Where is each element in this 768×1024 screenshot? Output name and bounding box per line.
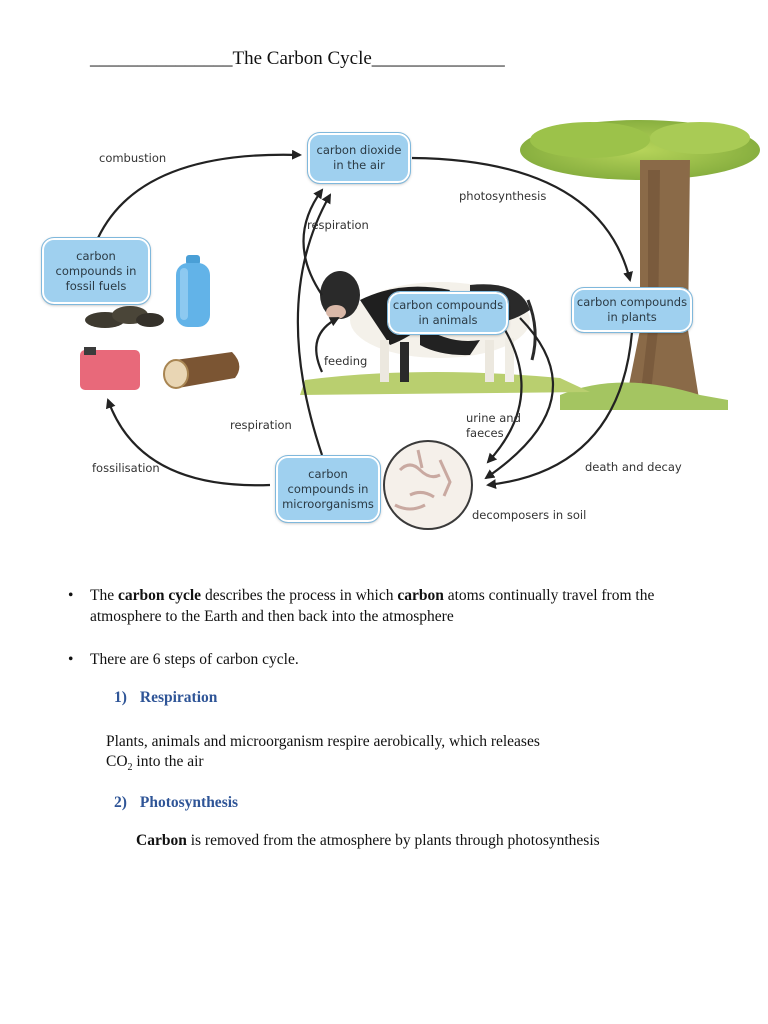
term-carbon: Carbon bbox=[136, 832, 187, 849]
heading-respiration: 1) Respiration bbox=[114, 689, 217, 707]
bullet-dot: • bbox=[68, 587, 74, 604]
respiration-line-1: Plants, animals and microorganism respir… bbox=[106, 733, 540, 750]
box-animals: carbon compounds in animals bbox=[387, 291, 509, 335]
soil-decomposers-illustration bbox=[383, 440, 473, 530]
step-title: Respiration bbox=[139, 689, 218, 706]
text-segment: atoms continually travel from the atmosp… bbox=[90, 587, 655, 625]
box-plants: carbon compounds in plants bbox=[571, 287, 693, 333]
step-title: Photosynthesis bbox=[139, 794, 239, 811]
term-carbon-cycle: carbon cycle bbox=[117, 587, 202, 604]
coal-illustration bbox=[85, 306, 164, 328]
co2-subscript: 2 bbox=[127, 762, 133, 774]
bullet-item-definition: • The carbon cycle describes the process… bbox=[66, 585, 726, 627]
step-number: 1) bbox=[114, 689, 127, 706]
respiration-line-2: CO2 into the air bbox=[106, 752, 540, 778]
petrol-can-illustration bbox=[80, 347, 140, 390]
text-segment: into the air bbox=[132, 753, 204, 770]
box-microorganisms: carbon compounds in microorganisms bbox=[275, 455, 381, 523]
label-fossilisation: fossilisation bbox=[92, 461, 160, 475]
cycle-arrows bbox=[97, 149, 634, 490]
text-segment: describes the process in which bbox=[201, 587, 398, 604]
text-segment: The bbox=[90, 587, 118, 604]
co2-formula: CO bbox=[106, 753, 128, 770]
respiration-paragraph: Plants, animals and microorganism respir… bbox=[106, 732, 540, 778]
text-segment: is removed from the atmosphere by plants… bbox=[186, 832, 600, 849]
label-combustion: combustion bbox=[99, 151, 167, 165]
heading-photosynthesis: 2) Photosynthesis bbox=[114, 794, 238, 812]
label-decomposers: decomposers in soil bbox=[472, 508, 587, 522]
label-death-decay: death and decay bbox=[585, 460, 682, 474]
bullet-dot: • bbox=[68, 651, 74, 668]
text-segment: There are 6 steps of carbon cycle. bbox=[90, 651, 299, 668]
label-photosynthesis: photosynthesis bbox=[459, 189, 547, 203]
bullet-item-steps-count: • There are 6 steps of carbon cycle. bbox=[66, 649, 726, 670]
box-carbon-dioxide-air: carbon dioxide in the air bbox=[307, 132, 411, 184]
step-number: 2) bbox=[114, 794, 127, 811]
label-respiration-top: respiration bbox=[307, 218, 369, 232]
term-carbon: carbon bbox=[397, 587, 444, 604]
label-urine-faeces: urine and faeces bbox=[466, 411, 521, 440]
carbon-cycle-diagram: carbon dioxide in the air carbon compoun… bbox=[41, 120, 760, 530]
tree-illustration bbox=[520, 120, 760, 410]
bullet-list: • The carbon cycle describes the process… bbox=[66, 585, 726, 670]
label-feeding: feeding bbox=[324, 354, 368, 368]
gas-bottle-illustration bbox=[176, 255, 210, 327]
page-title: _______________The Carbon Cycle_________… bbox=[90, 48, 505, 69]
box-fossil-fuels: carbon compounds in fossil fuels bbox=[41, 237, 151, 305]
log-illustration bbox=[163, 352, 240, 389]
label-respiration-bottom: respiration bbox=[230, 418, 292, 432]
photosynthesis-paragraph: Carbon is removed from the atmosphere by… bbox=[136, 831, 600, 851]
